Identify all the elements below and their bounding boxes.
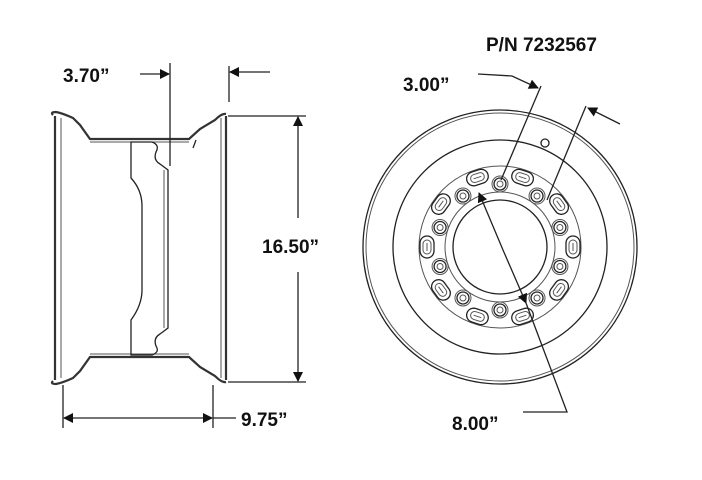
- bolt-hole: [551, 257, 569, 275]
- bolt-hole: [454, 289, 472, 307]
- bolt-pattern: [419, 168, 581, 326]
- rim-profile-bottom: [50, 355, 227, 386]
- valve-hole: [540, 138, 550, 148]
- bolt-hole: [436, 262, 444, 270]
- bolt-hole: [551, 219, 569, 237]
- bolt-hole: [456, 291, 470, 305]
- hand-hole-slot: [465, 307, 489, 326]
- hand-hole-slot: [549, 193, 570, 215]
- hand-hole-slot: [511, 307, 535, 326]
- bolt-hole: [530, 189, 544, 203]
- dimension-offset: 3.70”: [63, 63, 270, 166]
- bolt-hole: [436, 224, 444, 232]
- bolt-hole: [533, 294, 541, 302]
- bolt-hole: [528, 289, 546, 307]
- bolt-hole: [496, 306, 504, 314]
- bolt-hole: [491, 175, 509, 193]
- bolt-hole: [454, 187, 472, 205]
- hand-hole-slot: [465, 168, 489, 187]
- bolt-hole: [433, 220, 447, 235]
- dimension-bolt-circle: 8.00”: [452, 192, 568, 435]
- hand-hole-slot: [430, 279, 451, 301]
- bolt-hole: [456, 189, 470, 203]
- wheel-disc: [130, 141, 169, 356]
- bolt-hole: [553, 259, 567, 274]
- bolt-hole: [493, 303, 507, 317]
- hand-hole-slot: [511, 168, 535, 187]
- width-label: 9.75”: [241, 410, 287, 431]
- diameter-label: 16.50”: [262, 237, 319, 258]
- wheel-side-view: [50, 110, 228, 386]
- rim-profile-top: [50, 110, 227, 141]
- bolt-hole: [459, 294, 467, 302]
- center-bore: [452, 199, 548, 295]
- bolt-hole: [459, 192, 467, 200]
- part-number: P/N 7232567: [486, 35, 597, 56]
- bolt-hole: [496, 180, 504, 188]
- bolt-hole: [530, 291, 544, 305]
- bolt-hole: [556, 224, 564, 232]
- hand-hole-slot: [549, 279, 570, 301]
- bolt-hole: [491, 301, 509, 319]
- hand-hole-slot: [419, 235, 435, 259]
- bolt-hole: [493, 177, 507, 191]
- bolt-hole: [431, 219, 449, 237]
- bolt-circle-label: 8.00”: [452, 414, 498, 435]
- hand-hole-slot: [565, 235, 581, 259]
- dimension-width: 9.75”: [62, 385, 287, 431]
- rim-inner-circle: [392, 139, 608, 355]
- bolt-spacing-label: 3.00”: [403, 75, 449, 96]
- dimension-diameter: 16.50”: [228, 115, 319, 383]
- dimension-bolt-spacing: 3.00”: [403, 73, 621, 201]
- hand-hole-slot: [430, 193, 451, 215]
- bolt-hole: [433, 259, 447, 274]
- offset-label: 3.70”: [63, 66, 109, 87]
- bolt-hole: [533, 192, 541, 200]
- wheel-front-view: [362, 109, 638, 385]
- bolt-hole: [553, 220, 567, 235]
- bolt-hole: [431, 257, 449, 275]
- rim-outer-circle: [362, 109, 638, 385]
- bolt-hole: [528, 187, 546, 205]
- bolt-hole: [556, 262, 564, 270]
